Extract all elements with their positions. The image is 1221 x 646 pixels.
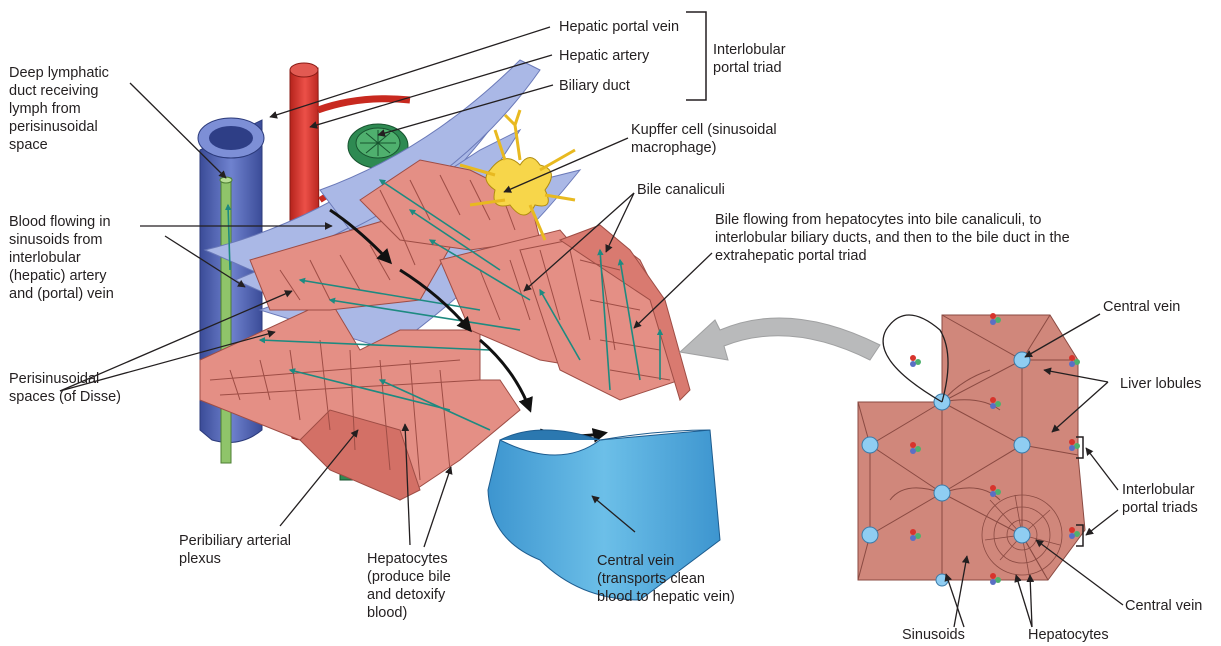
gray-pointer-arrow [680,318,880,360]
label-interlobular-portal-triad: Interlobular portal triad [713,41,786,77]
label-central-vein-left: Central vein (transports clean blood to … [597,552,735,606]
label-hepatocytes-right: Hepatocytes [1028,626,1109,644]
label-kupffer-cell: Kupffer cell (sinusoidal macrophage) [631,121,777,157]
portal-triad-bracket [686,12,706,100]
label-hepatocytes-left: Hepatocytes (produce bile and detoxify b… [367,550,451,622]
liver-lobule-inset [858,313,1085,586]
label-hepatic-artery: Hepatic artery [559,47,649,65]
label-hepatic-portal-vein: Hepatic portal vein [559,18,679,36]
label-central-vein-bottom: Central vein [1125,597,1202,615]
label-perisinusoidal-spaces: Perisinusoidal spaces (of Disse) [9,370,121,406]
label-central-vein-top: Central vein [1103,298,1180,316]
label-bile-canaliculi: Bile canaliculi [637,181,725,199]
label-bile-flowing: Bile flowing from hepatocytes into bile … [715,211,1070,265]
label-deep-lymphatic-duct: Deep lymphatic duct receiving lymph from… [9,64,109,154]
label-peribiliary-plexus: Peribiliary arterial plexus [179,532,291,568]
label-biliary-duct: Biliary duct [559,77,630,95]
label-interlobular-portal-triads: Interlobular portal triads [1122,481,1198,517]
label-blood-flowing: Blood flowing in sinusoids from interlob… [9,213,114,303]
label-sinusoids: Sinusoids [902,626,965,644]
label-liver-lobules: Liver lobules [1120,375,1201,393]
